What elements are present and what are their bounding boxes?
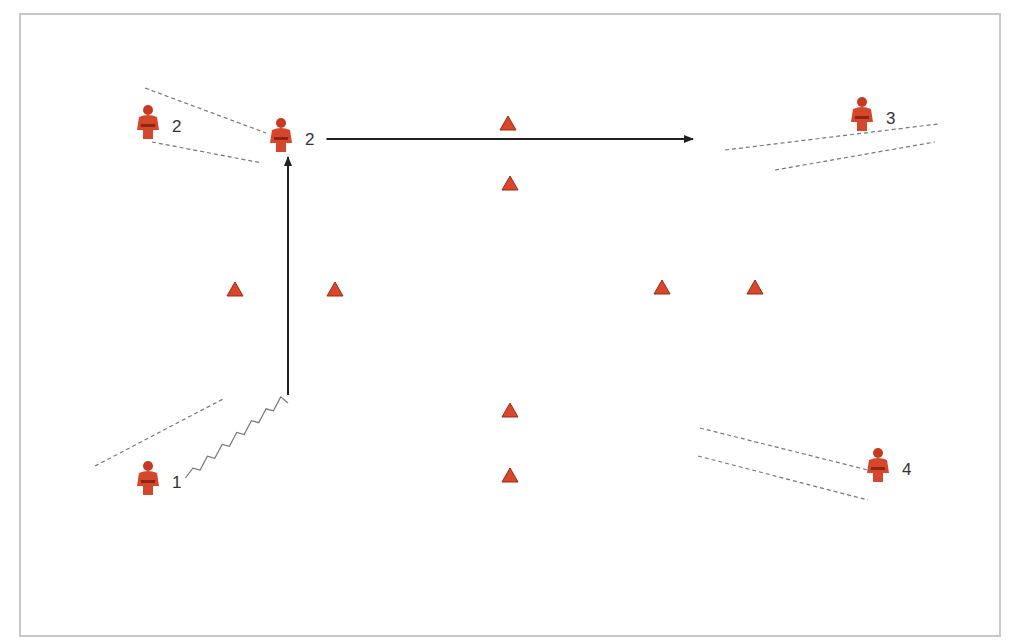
player-figure (134, 104, 162, 140)
player-number: 1 (172, 474, 181, 491)
player: 1 (134, 460, 181, 496)
player-figure (864, 447, 892, 483)
run-lines (95, 88, 938, 500)
player-number: 3 (886, 110, 895, 127)
player-number: 2 (172, 118, 181, 135)
field-frame (20, 14, 1000, 636)
player: 4 (864, 447, 911, 483)
cones (227, 116, 763, 482)
player-figure (848, 96, 876, 132)
player-number: 2 (305, 131, 314, 148)
player-figure (134, 460, 162, 496)
player: 2 (134, 104, 181, 140)
player: 2 (267, 117, 314, 153)
player-figure (267, 117, 295, 153)
player-number: 4 (902, 461, 911, 478)
pass-arrow (185, 157, 288, 478)
pass-arrow (326, 139, 693, 140)
player: 3 (848, 96, 895, 132)
